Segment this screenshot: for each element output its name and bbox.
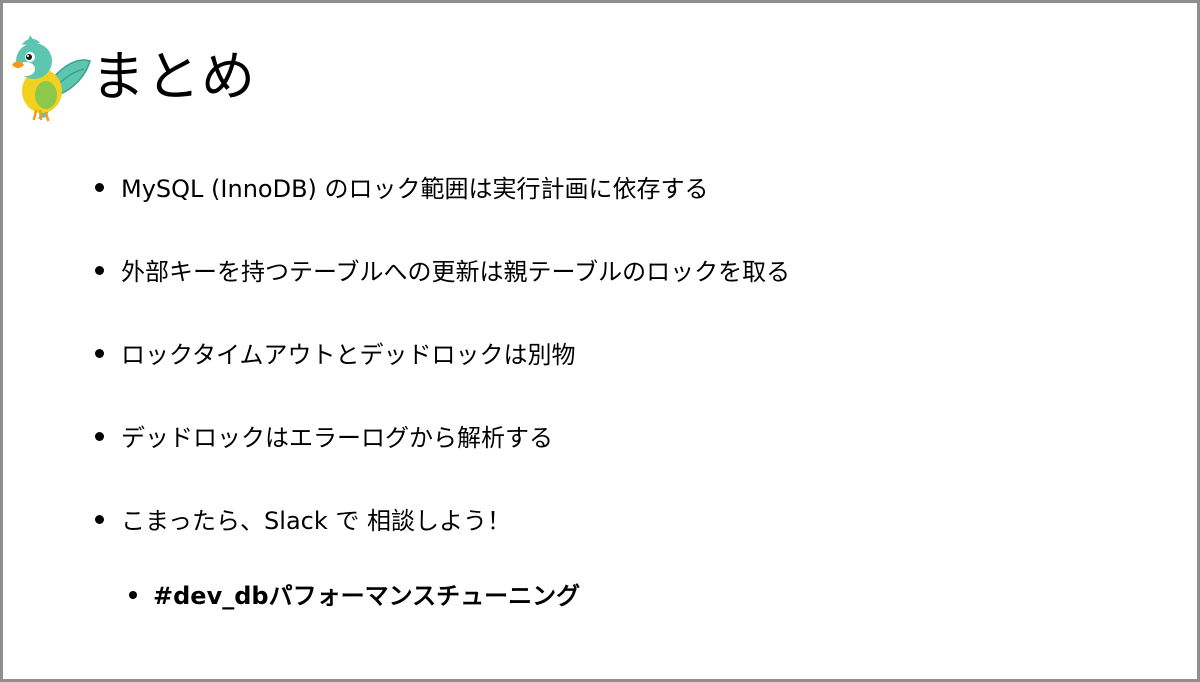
- slide-title: まとめ: [91, 45, 256, 108]
- slack-channel-name: #dev_dbパフォーマンスチューニング: [153, 582, 581, 610]
- bullet-item: こまったら、Slack で 相談しよう！: [95, 501, 790, 584]
- bullet-dot-icon: [95, 266, 104, 275]
- bullet-dot-icon: [95, 183, 104, 192]
- sub-bullet-item: #dev_dbパフォーマンスチューニング: [129, 576, 580, 616]
- bullet-dot-icon: [129, 591, 137, 599]
- bullet-text: 外部キーを持つテーブルへの更新は親テーブルのロックを取る: [121, 258, 791, 286]
- bullet-text: デッドロックはエラーログから解析する: [121, 424, 553, 452]
- bullet-item: MySQL (InnoDB) のロック範囲は実行計画に依存する: [95, 169, 790, 252]
- bird-mascot-icon: [12, 35, 91, 122]
- bullet-dot-icon: [95, 515, 104, 524]
- slide: まとめ MySQL (InnoDB) のロック範囲は実行計画に依存する 外部キー…: [3, 3, 1197, 679]
- bullet-dot-icon: [95, 349, 104, 358]
- bullet-dot-icon: [95, 432, 104, 441]
- bullet-list: MySQL (InnoDB) のロック範囲は実行計画に依存する 外部キーを持つテ…: [95, 169, 790, 584]
- bullet-text: MySQL (InnoDB) のロック範囲は実行計画に依存する: [121, 175, 709, 203]
- bullet-item: デッドロックはエラーログから解析する: [95, 418, 790, 501]
- bullet-item: 外部キーを持つテーブルへの更新は親テーブルのロックを取る: [95, 252, 790, 335]
- bullet-item: ロックタイムアウトとデッドロックは別物: [95, 335, 790, 418]
- bullet-text: ロックタイムアウトとデッドロックは別物: [121, 341, 576, 369]
- bullet-text: こまったら、Slack で 相談しよう！: [121, 507, 511, 535]
